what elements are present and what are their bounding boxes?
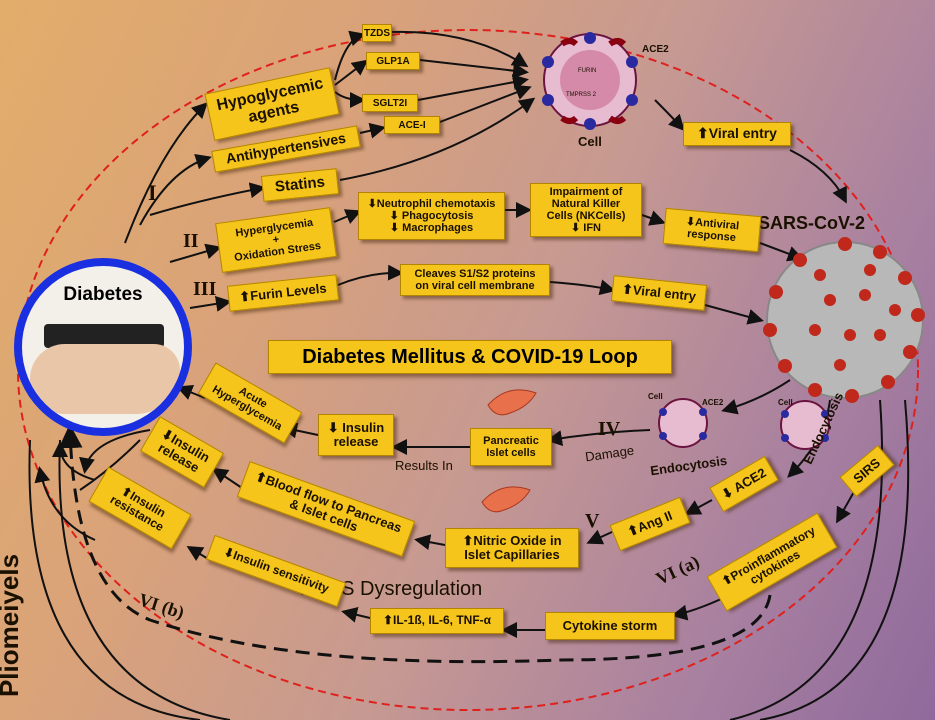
arrow bbox=[789, 149, 847, 204]
arrow bbox=[334, 59, 369, 86]
pancreas-icon bbox=[481, 486, 531, 513]
outer-loop-line bbox=[28, 439, 201, 720]
pathway-V-label: V bbox=[585, 510, 600, 532]
box-nitric-oxide: ⬆Nitric Oxide in Islet Capillaries bbox=[445, 528, 579, 568]
arrow bbox=[704, 304, 764, 325]
cell-illustration bbox=[542, 32, 638, 130]
arrow bbox=[417, 74, 529, 101]
box-il-cytokines: ⬆IL-1ß, IL-6, TNF-α bbox=[370, 608, 504, 634]
diabetes-image: Diabetes bbox=[14, 258, 192, 436]
results-in-label: Results In bbox=[395, 458, 453, 473]
dashed-loop bbox=[58, 424, 772, 664]
arrow bbox=[333, 209, 362, 224]
arrow bbox=[339, 97, 536, 181]
box-neutrophil: ⬇Neutrophil chemotaxis ⬇ Phagocytosis ⬇ … bbox=[358, 192, 505, 240]
small-cell-label: Cell bbox=[648, 392, 663, 401]
small-ace2-label: ACE2 bbox=[702, 398, 724, 407]
arrow bbox=[391, 30, 529, 68]
ace2-label: ACE2 bbox=[642, 44, 669, 55]
side-left-label: Pliomeiyels bbox=[0, 553, 25, 698]
pathway-II-label: II bbox=[183, 230, 199, 252]
box-insulin-release-1: ⬇ Insulin release bbox=[318, 414, 394, 456]
arrow bbox=[334, 30, 366, 81]
arrow bbox=[721, 379, 791, 415]
arrow bbox=[139, 153, 212, 226]
arrow bbox=[169, 243, 222, 263]
arrow bbox=[334, 91, 366, 108]
arrow bbox=[586, 529, 613, 545]
cell-label: Cell bbox=[578, 134, 602, 149]
arrow bbox=[546, 429, 651, 447]
box-glp1a: GLP1A bbox=[366, 52, 420, 70]
box-nk-cells: Impairment of Natural Killer Cells (NKCe… bbox=[530, 183, 642, 237]
arrow bbox=[52, 441, 96, 481]
arrow bbox=[419, 59, 529, 79]
pathway-IV-label: IV bbox=[598, 418, 621, 440]
box-pancreatic-islet-cells: Pancreatic Islet cells bbox=[470, 428, 552, 466]
box-sglt2i: SGLT2I bbox=[362, 94, 418, 112]
arrow bbox=[414, 534, 446, 551]
arrow bbox=[189, 295, 232, 312]
sars-cov-2-virus bbox=[763, 237, 925, 403]
pancreas-icon bbox=[487, 389, 537, 416]
diagram-title: Diabetes Mellitus & COVID-19 Loop bbox=[268, 340, 672, 374]
arrow bbox=[124, 102, 208, 244]
arrow bbox=[439, 84, 532, 123]
sars-label: SARS-CoV-2 bbox=[758, 213, 866, 233]
small-cell bbox=[780, 400, 830, 450]
arrow bbox=[34, 466, 96, 541]
dashed-ellipse bbox=[17, 29, 919, 711]
tmprss2-label: TMPRSS 2 bbox=[566, 92, 597, 98]
small-cell-label: Cell bbox=[778, 398, 793, 407]
arrow bbox=[79, 429, 151, 474]
outer-loop-line bbox=[759, 399, 910, 720]
box-cytokine-storm: Cytokine storm bbox=[545, 612, 675, 640]
small-cell bbox=[658, 398, 708, 448]
arrow bbox=[176, 385, 206, 400]
arrow bbox=[759, 242, 804, 262]
box-viral-entry-top: ⬆Viral entry bbox=[683, 122, 791, 146]
arrow bbox=[654, 99, 685, 131]
arrow bbox=[549, 279, 616, 296]
arrow bbox=[641, 210, 666, 226]
outer-loop-line bbox=[58, 439, 231, 720]
arrow bbox=[341, 607, 371, 623]
box-ace-i: ACE-I bbox=[384, 116, 440, 134]
box-cleaves: Cleaves S1/S2 proteins on viral cell mem… bbox=[400, 264, 550, 296]
pathway-I-label: I bbox=[148, 180, 157, 205]
arrow bbox=[359, 122, 386, 139]
arrow bbox=[684, 499, 713, 515]
arrow bbox=[836, 489, 856, 524]
pathway-III-label: III bbox=[193, 278, 217, 300]
diabetes-label: Diabetes bbox=[63, 284, 143, 305]
box-tzds: TZDS bbox=[362, 24, 392, 42]
arrow bbox=[149, 182, 266, 216]
arrow bbox=[337, 264, 404, 286]
hand-illustration bbox=[30, 344, 180, 414]
furin-label: FURIN bbox=[578, 68, 597, 74]
